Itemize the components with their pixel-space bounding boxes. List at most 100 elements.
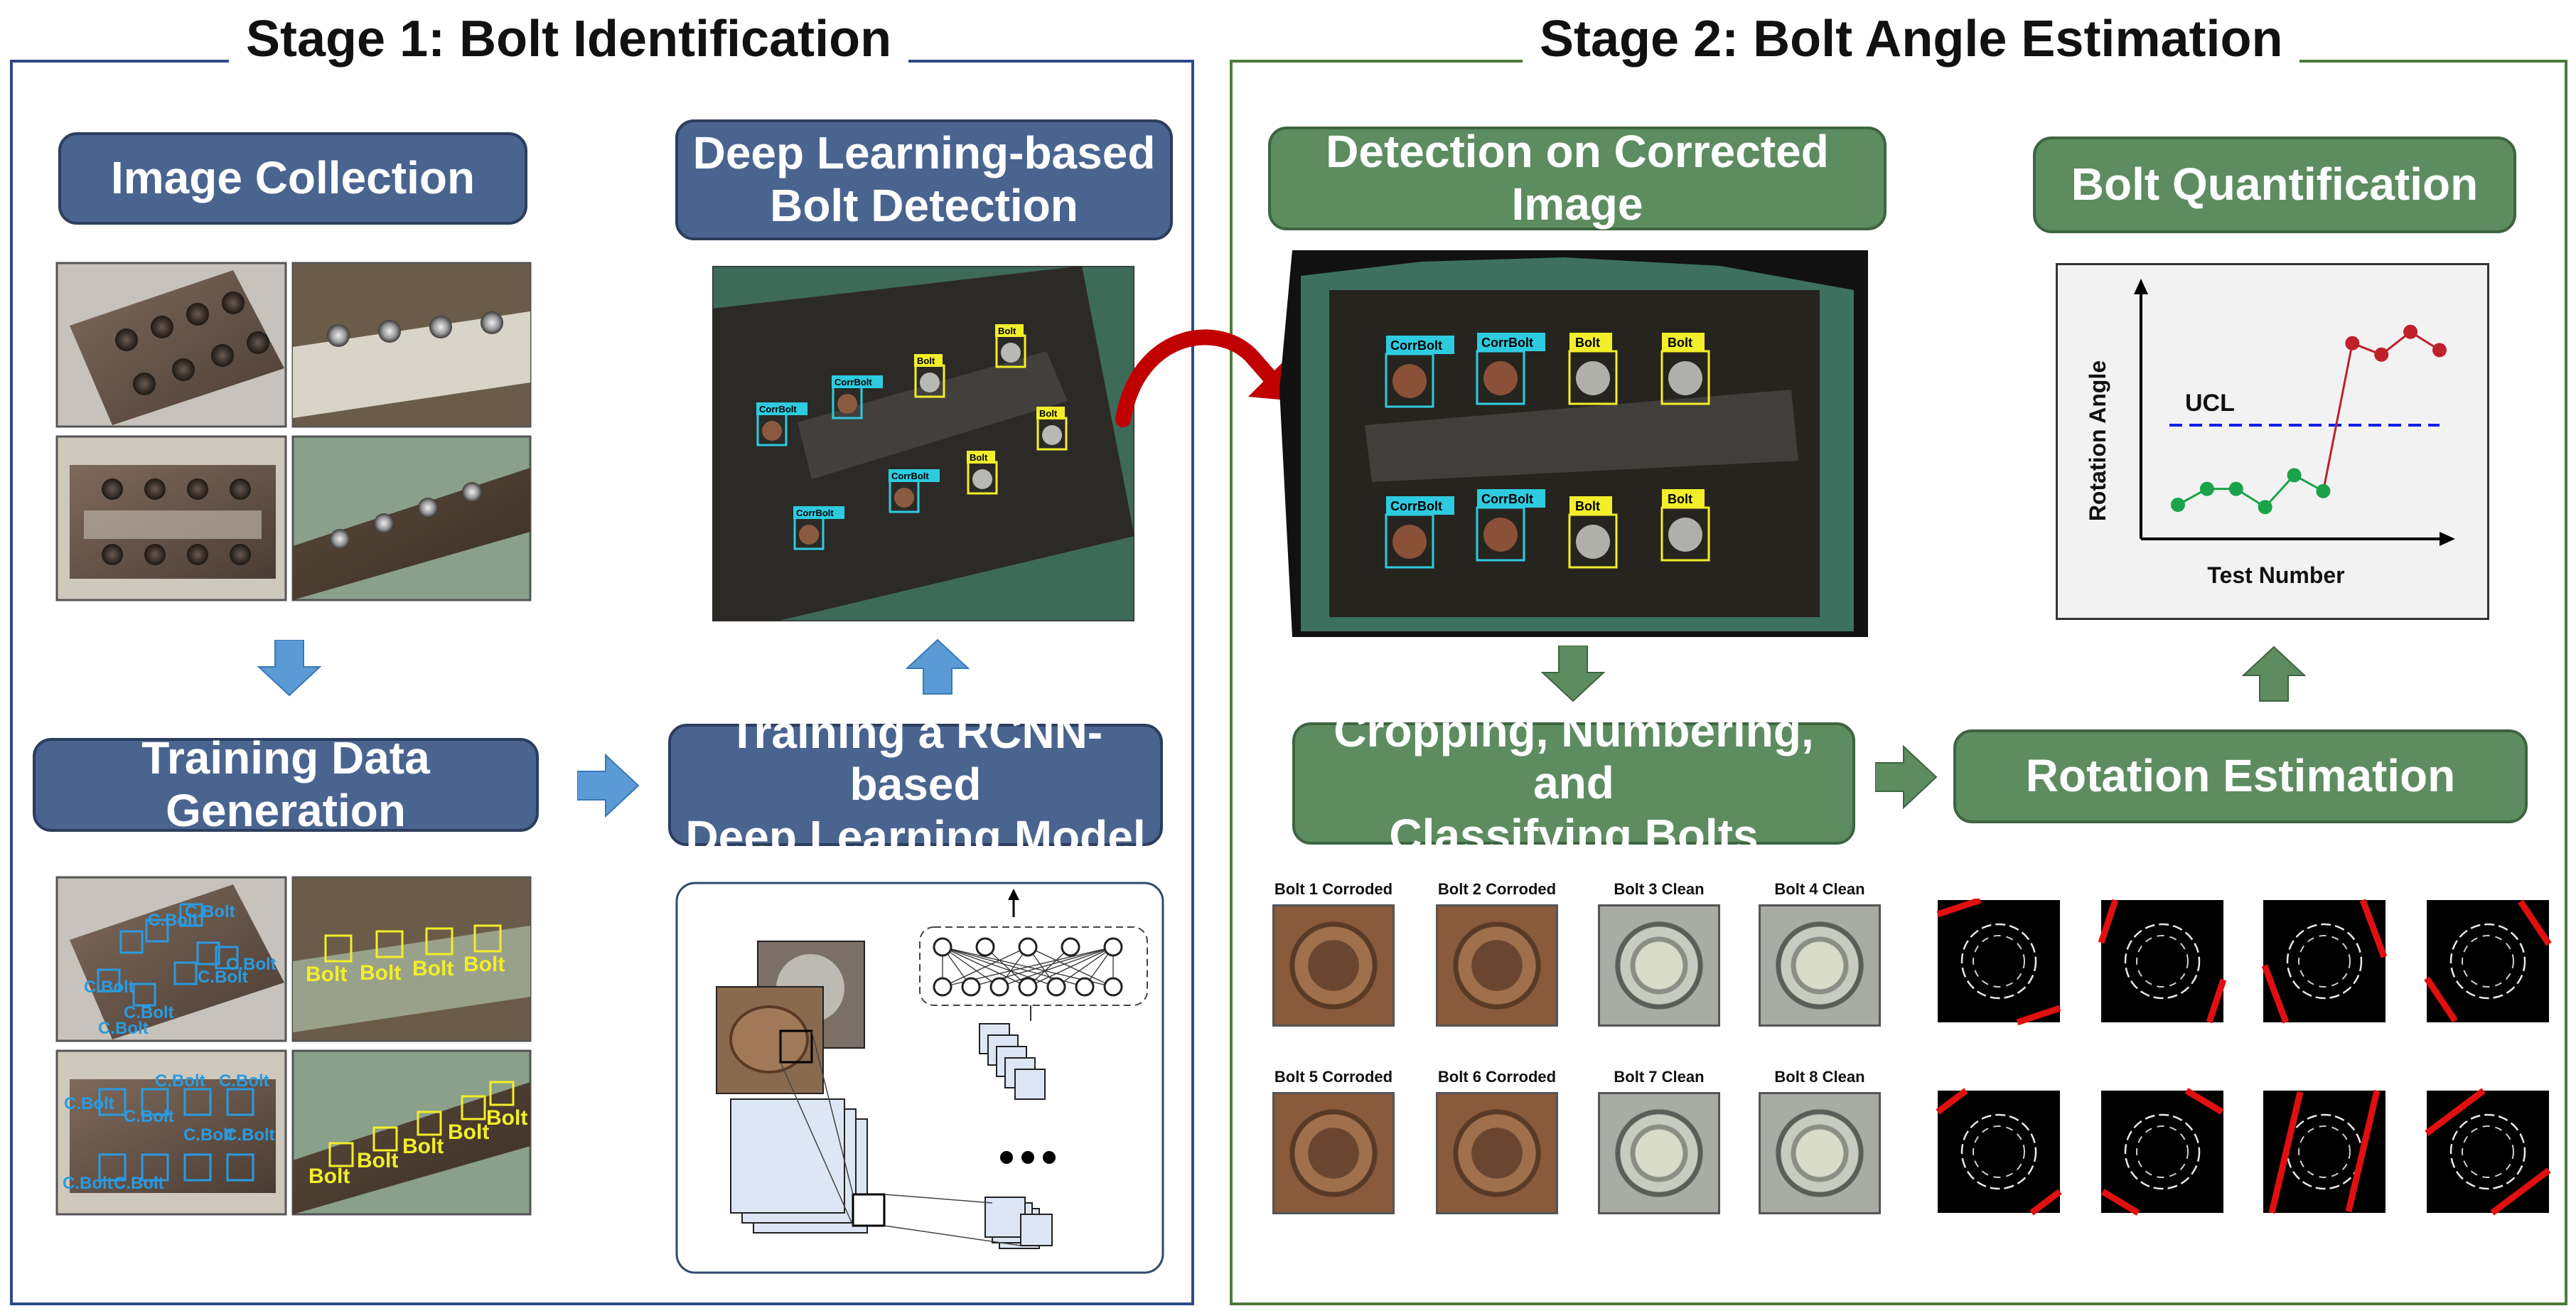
arrow-right-2 xyxy=(1875,745,1938,809)
edge-inner-circle xyxy=(2462,935,2514,988)
bolt-tile-image xyxy=(1598,904,1720,1027)
svg-text:CorrBolt: CorrBolt xyxy=(1390,499,1442,513)
hex-edge-line xyxy=(2268,1091,2304,1214)
edge-tile xyxy=(1938,900,2060,1022)
data-point xyxy=(2228,481,2243,496)
hex-edge-line xyxy=(2359,899,2388,958)
edge-inner-circle xyxy=(2136,1125,2189,1178)
training-rcnn-box: Training a RCNN-based Deep Learning Mode… xyxy=(668,707,1163,862)
bolt-tile-label: Bolt 1 Corroded xyxy=(1274,880,1393,898)
svg-text:Bolt: Bolt xyxy=(1575,336,1600,350)
bolt-tile-label: Bolt 5 Corroded xyxy=(1274,1068,1393,1086)
hex-edge-line xyxy=(2518,899,2552,946)
cropping-classifying-box: Cropping, Numbering, and Classifying Bol… xyxy=(1292,705,1855,861)
svg-text:Bolt: Bolt xyxy=(1668,336,1692,350)
svg-text:C.Bolt: C.Bolt xyxy=(183,1125,234,1145)
corrbolt-label: CorrBolt xyxy=(759,404,797,414)
detection-corrected-label: Detection on Corrected Image xyxy=(1326,126,1829,230)
hex-edge-line xyxy=(1936,899,1982,918)
svg-text:Bolt: Bolt xyxy=(1575,499,1600,513)
svg-text:Bolt: Bolt xyxy=(463,953,505,976)
rotation-estimation-box: Rotation Estimation xyxy=(1953,729,2528,823)
rcnn-model-illustration xyxy=(675,882,1164,1274)
series-segment xyxy=(2264,474,2295,508)
edge-circle xyxy=(2286,923,2363,1000)
svg-text:Bolt: Bolt xyxy=(917,355,935,366)
svg-text:CorrBolt: CorrBolt xyxy=(1481,336,1533,350)
edge-circle xyxy=(1960,923,2037,1000)
ucl-label: UCL xyxy=(2185,390,2235,417)
edge-tile xyxy=(2101,1091,2223,1213)
svg-text:Bolt: Bolt xyxy=(402,1135,444,1158)
svg-text:Bolt: Bolt xyxy=(412,957,454,980)
data-point xyxy=(2403,324,2418,339)
svg-text:Bolt: Bolt xyxy=(308,1165,350,1188)
cropping-label-1: Cropping, Numbering, and xyxy=(1333,705,1814,809)
svg-text:C.Bolt: C.Bolt xyxy=(124,1003,174,1022)
svg-text:Bolt: Bolt xyxy=(486,1106,527,1130)
stage1-title: Stage 1: Bolt Identification xyxy=(229,7,909,71)
hex-edge-line xyxy=(1936,1088,1968,1115)
svg-text:C.Bolt: C.Bolt xyxy=(84,978,134,997)
svg-text:C.Bolt: C.Bolt xyxy=(64,1094,114,1113)
svg-text:C.Bolt: C.Bolt xyxy=(198,968,248,987)
data-point xyxy=(2345,336,2360,351)
edge-inner-circle xyxy=(1973,1125,2025,1178)
quantification-chart-panel xyxy=(2056,263,2489,620)
hex-edge-line xyxy=(2345,1089,2381,1213)
edge-circle xyxy=(2449,1113,2526,1190)
edge-tile xyxy=(2263,1091,2386,1213)
bolt-tile-image xyxy=(1436,1092,1558,1214)
data-point xyxy=(2316,483,2331,498)
svg-text:C.Bolt: C.Bolt xyxy=(98,1019,149,1038)
detection-corrected-box: Detection on Corrected Image xyxy=(1268,126,1887,230)
edge-inner-circle xyxy=(2462,1125,2514,1178)
hex-edge-line xyxy=(2206,978,2227,1024)
quantification-chart: UCL Rotation Angle Test Number xyxy=(2085,279,2455,588)
svg-text:Bolt: Bolt xyxy=(360,961,401,985)
svg-text:Bolt: Bolt xyxy=(998,326,1016,336)
hex-edge-line xyxy=(2424,976,2458,1023)
hex-edge-line xyxy=(2261,964,2290,1024)
edge-inner-circle xyxy=(2298,935,2351,988)
bolt-tile-image xyxy=(1759,1092,1881,1214)
svg-text:CorrBolt: CorrBolt xyxy=(1390,338,1442,353)
hex-edge-line xyxy=(2490,1167,2551,1216)
bolt-tile-image xyxy=(1759,904,1881,1027)
bolt-tile-image xyxy=(1598,1092,1720,1214)
hex-edge-line xyxy=(2098,899,2119,944)
data-point xyxy=(2287,468,2302,483)
chart-ylabel: Rotation Angle xyxy=(2085,360,2110,521)
edge-circle xyxy=(2124,923,2201,1000)
edge-tile xyxy=(1938,1091,2060,1213)
arrow-down-2 xyxy=(1541,646,1605,702)
corrected-image: CorrBolt CorrBolt CorrBolt CorrBolt Bolt… xyxy=(1279,250,1868,637)
svg-text:Bolt: Bolt xyxy=(1668,492,1692,506)
svg-text:Bolt: Bolt xyxy=(448,1120,489,1144)
image-collection-label: Image Collection xyxy=(110,152,476,204)
data-point xyxy=(2374,347,2389,362)
svg-text:C.Bolt: C.Bolt xyxy=(219,1071,269,1091)
bolt-tile-label: Bolt 3 Clean xyxy=(1614,880,1705,898)
stage2-title: Stage 2: Bolt Angle Estimation xyxy=(1523,7,2300,71)
svg-text:Bolt: Bolt xyxy=(1039,408,1058,419)
svg-text:Bolt: Bolt xyxy=(970,452,988,463)
svg-text:CorrBolt: CorrBolt xyxy=(1481,492,1533,506)
training-data-label: Training Data Generation xyxy=(141,732,430,836)
svg-text:Bolt: Bolt xyxy=(306,963,347,986)
svg-text:C.Bolt: C.Bolt xyxy=(63,1174,113,1193)
svg-text:C.Bolt: C.Bolt xyxy=(226,955,277,974)
edge-inner-circle xyxy=(2136,935,2189,988)
hex-edge-line xyxy=(2016,1005,2061,1026)
edge-circle xyxy=(1960,1113,2037,1190)
bolt-tile-label: Bolt 6 Corroded xyxy=(1437,1068,1557,1086)
deep-learning-detection-box: Deep Learning-based Bolt Detection xyxy=(675,119,1173,240)
arrow-up-2 xyxy=(2242,646,2306,702)
bolt-quantification-box: Bolt Quantification xyxy=(2033,137,2516,233)
bolt-tile-label: Bolt 8 Clean xyxy=(1774,1068,1865,1086)
data-point xyxy=(2171,498,2185,512)
svg-text:CorrBolt: CorrBolt xyxy=(891,471,929,481)
bolt-tile-image xyxy=(1272,1092,1395,1214)
edge-tile xyxy=(2101,900,2223,1022)
